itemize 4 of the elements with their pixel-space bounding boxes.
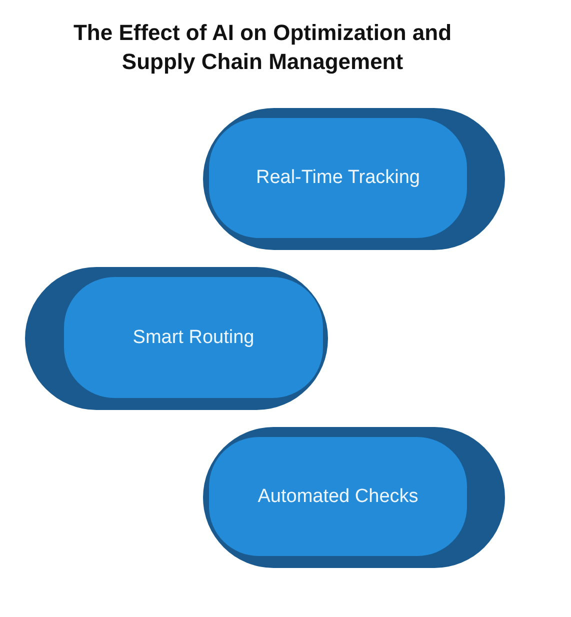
step-label: Smart Routing — [132, 326, 256, 350]
step-label: Real-Time Tracking — [254, 166, 421, 190]
step-label: Automated Checks — [256, 484, 420, 508]
diagram-title: The Effect of AI on Optimization and Supply Chain Management — [72, 19, 453, 76]
